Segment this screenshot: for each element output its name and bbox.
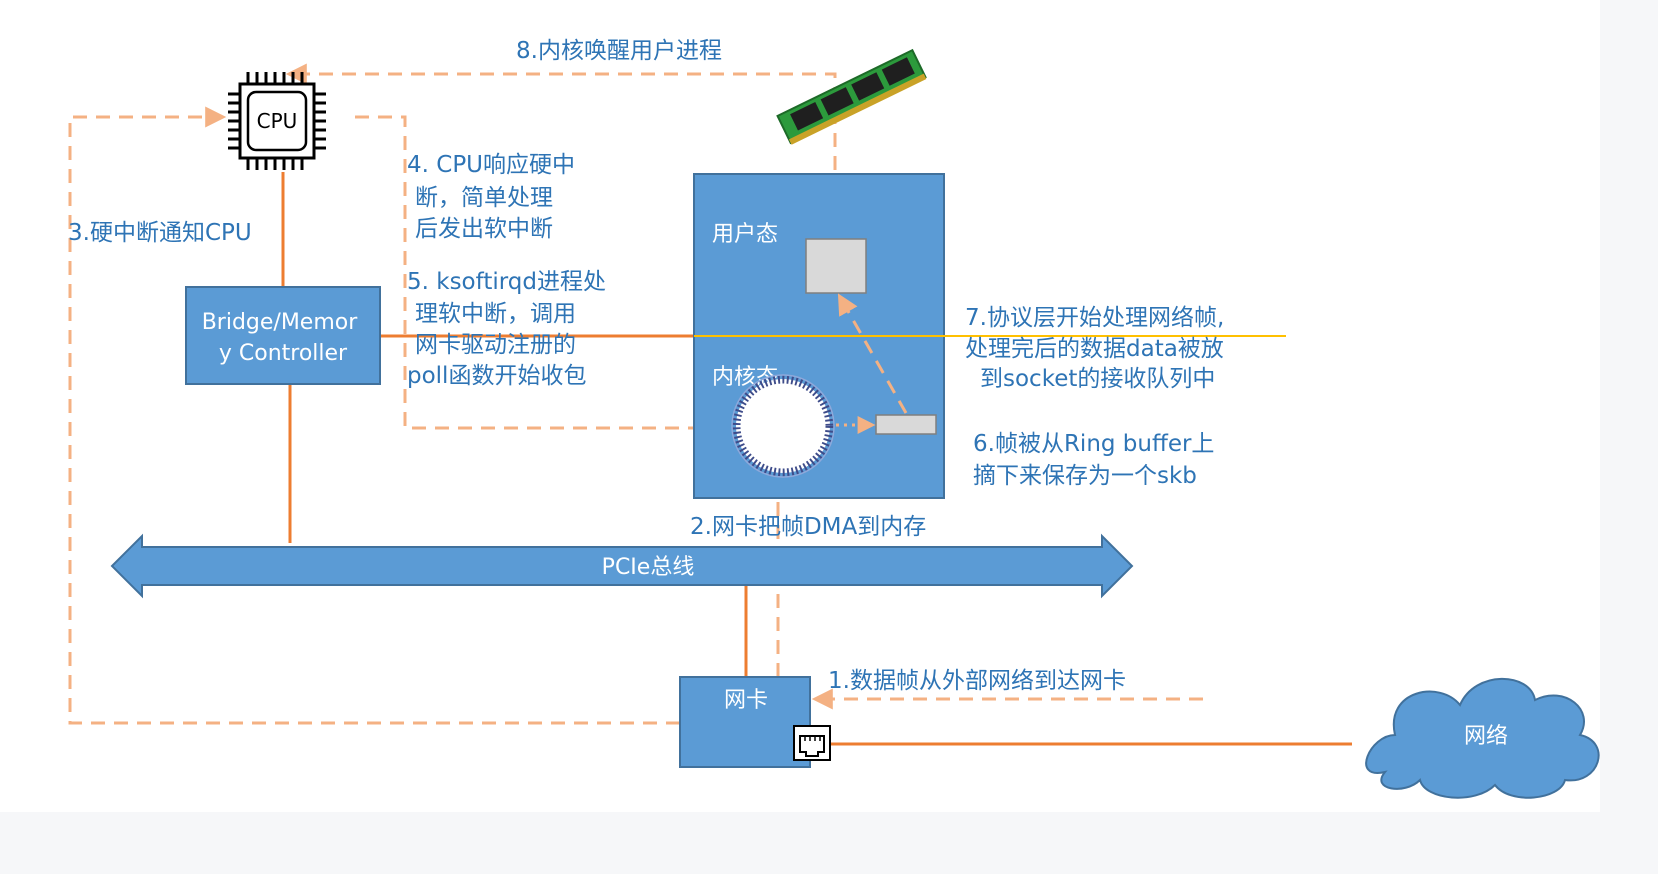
cpu-icon: CPU — [228, 72, 326, 170]
pcie-bus-label: PCIe总线 — [602, 555, 695, 580]
step-4-line: 断，简单处理 — [415, 185, 553, 211]
step-7-line: 7.协议层开始处理网络帧, — [965, 305, 1224, 331]
softirq-arrow — [355, 115, 721, 439]
step-5-line: 理软中断，调用 — [415, 301, 576, 327]
step-7-line: 处理完后的数据data被放 — [965, 336, 1224, 362]
svg-text:6.帧被从Ring buffer上 摘下来保存为一个: 6.帧被从Ring buffer上 摘下来保存为一个skb — [973, 431, 1222, 489]
step-4-line: 后发出软中断 — [415, 216, 553, 242]
svg-text:4. CPU响应硬中 断，简单处理 后发出软: 4. CPU响应硬中 断，简单处理 后发出软中断 — [407, 152, 582, 242]
step-5-line: 网卡驱动注册的 — [415, 332, 576, 358]
bridge-label-line: y Controller — [219, 341, 348, 366]
step-7-line: 到socket的接收队列中 — [980, 366, 1215, 392]
bridge-memory-controller — [185, 286, 381, 385]
pcie-bus — [110, 533, 1134, 599]
step-2-label: 2.网卡把帧DMA到内存 — [690, 514, 926, 540]
step-4-line: 4. CPU响应硬中 — [407, 152, 575, 178]
network-cloud-icon — [1365, 677, 1600, 799]
user-space-label: 用户态 — [712, 222, 778, 247]
step-6-line: 6.帧被从Ring buffer上 — [973, 431, 1214, 457]
bridge-label-line: Bridge/Memor — [202, 310, 359, 335]
skb-buffer — [875, 414, 937, 435]
network-label: 网络 — [1464, 724, 1508, 749]
step-3-label: 3.硬中断通知CPU — [68, 220, 252, 246]
step-8-label: 8.内核唤醒用户进程 — [516, 38, 722, 64]
ethernet-port-icon — [793, 725, 831, 761]
user-process-buffer — [805, 238, 867, 294]
step-5-line: poll函数开始收包 — [407, 363, 586, 389]
nic-box — [679, 676, 811, 768]
memory-module-icon — [776, 48, 927, 145]
svg-text:Bridge/Memor y Controller: Bridge/Memor y Controller — [202, 310, 365, 366]
svg-text:5. ksoftirqd进程处 理软中断，调用: 5. ksoftirqd进程处 理软中断，调用 网卡驱动注册的 poll函数开始… — [407, 269, 613, 389]
svg-text:7.协议层开始处理网络帧, 处理完后的数据data被: 7.协议层开始处理网络帧, 处理完后的数据data被放 到socket的接收队列… — [965, 305, 1232, 392]
nic-label: 网卡 — [724, 688, 768, 713]
step-5-line: 5. ksoftirqd进程处 — [407, 269, 606, 295]
step-6-line: 摘下来保存为一个skb — [973, 463, 1197, 489]
ring-buffer — [731, 374, 835, 478]
cpu-label: CPU — [257, 109, 298, 133]
interrupt-arrow — [68, 106, 680, 725]
step-1-label: 1.数据帧从外部网络到达网卡 — [828, 668, 1126, 694]
